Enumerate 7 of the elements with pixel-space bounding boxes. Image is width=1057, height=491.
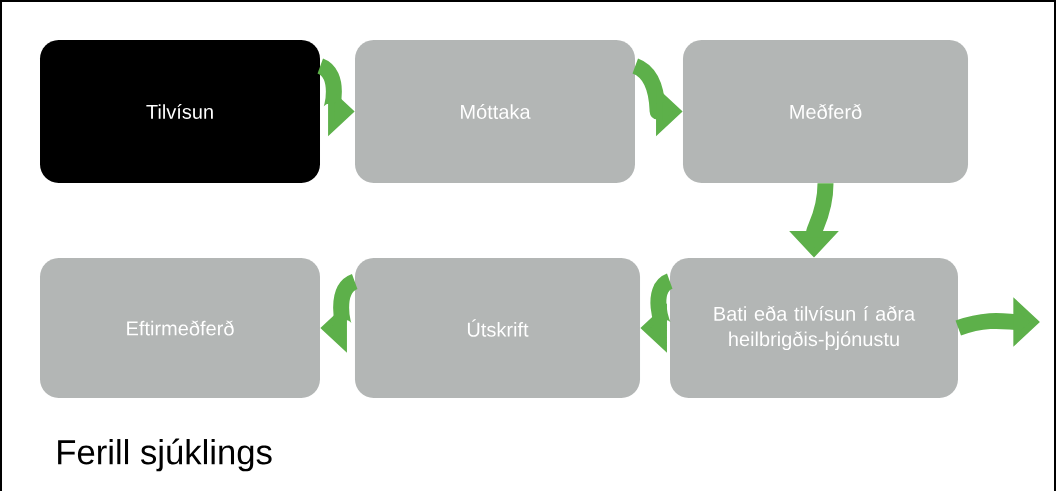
process-box: Útskrift xyxy=(354,258,641,398)
process-box: Tilvísun xyxy=(40,40,320,183)
process-box: Bati eða tilvísun í aðra heilbrigðis-þjónustu xyxy=(670,258,958,398)
process-box: Meðferð xyxy=(682,40,969,183)
process-box: Eftirmeðferð xyxy=(40,258,320,398)
title: Ferill sjúklings xyxy=(58,438,272,472)
process-box: Móttaka xyxy=(355,40,635,183)
